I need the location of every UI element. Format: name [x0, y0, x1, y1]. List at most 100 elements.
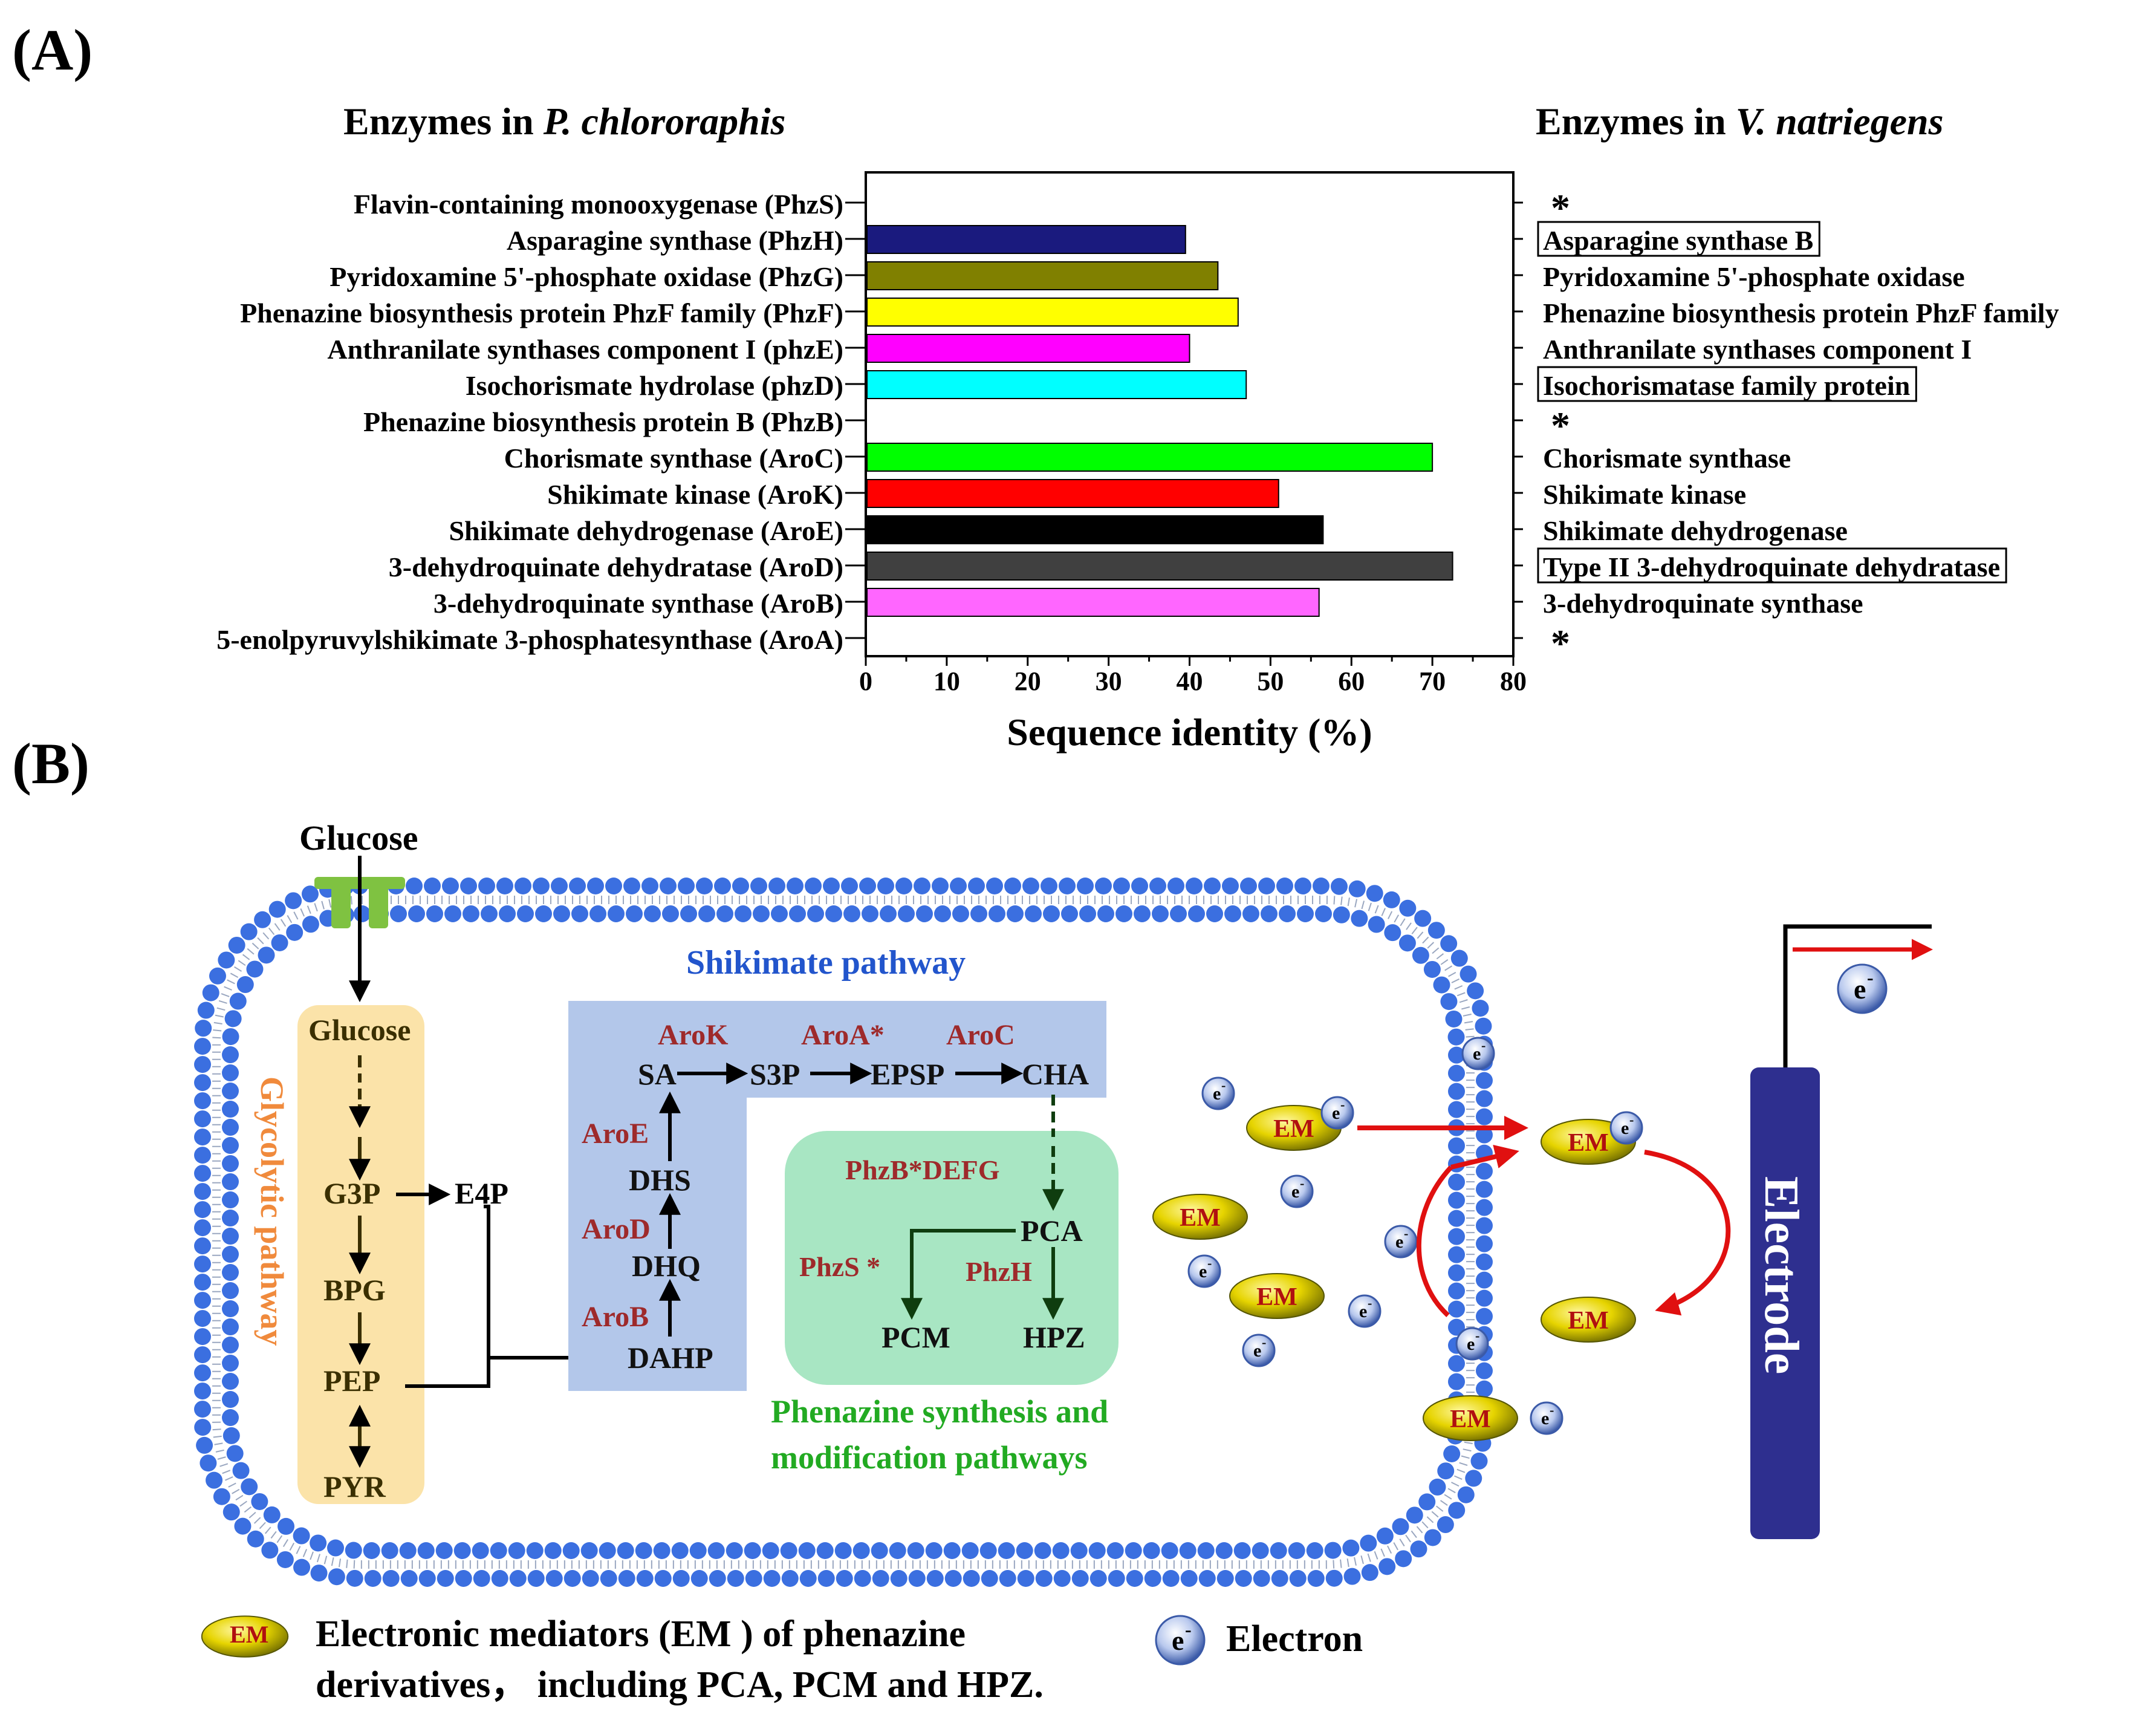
em-ellipse	[1152, 1194, 1248, 1240]
electron-superscript: -	[1475, 1328, 1479, 1343]
shk-epsp: EPSP	[871, 1057, 944, 1091]
shk-s3p: S3P	[750, 1057, 800, 1091]
electron-symbol: e	[1199, 1262, 1207, 1281]
electron: e-	[1348, 1294, 1382, 1328]
electron-circle	[1201, 1076, 1235, 1110]
phenazine-title-1: Phenazine synthesis and	[771, 1393, 1108, 1430]
shikimate-arrows	[659, 1063, 1024, 1337]
legend-electron-icon: e -	[1155, 1615, 1206, 1666]
electron-superscript: -	[1404, 1226, 1408, 1241]
right-label: Type II 3-dehydroquinate dehydratase	[1543, 552, 2000, 582]
x-tick-label: 0	[859, 666, 872, 696]
right-label-box	[1537, 366, 1917, 402]
bar	[866, 370, 1247, 399]
right-label: Shikimate kinase	[1543, 479, 1746, 510]
left-header: Enzymes in P. chlororaphis	[343, 100, 785, 143]
electron-circle	[1837, 963, 1888, 1014]
legend-em-text-1: Electronic mediators (EM ) of phenazine	[316, 1614, 966, 1655]
shikimate-enzymes: AroK AroA* AroC AroE AroD AroB	[582, 1019, 1015, 1333]
electron-circle	[1461, 1037, 1495, 1070]
electron: e-	[1187, 1254, 1221, 1288]
phenazine-arrows	[901, 1095, 1064, 1320]
electrode	[1750, 1067, 1820, 1539]
category-label: Phenazine biosynthesis protein B (PhzB)	[363, 406, 843, 437]
electron-superscript: -	[1368, 1295, 1372, 1311]
electron: e-	[1455, 1327, 1489, 1361]
gly-glucose: Glucose	[308, 1013, 411, 1047]
bar	[866, 298, 1239, 327]
electron-symbol: e	[1621, 1118, 1629, 1138]
electron: e-	[1609, 1111, 1643, 1145]
legend-em-icon-label: EM	[230, 1621, 268, 1648]
em-ellipse	[1423, 1395, 1518, 1441]
em-mediator: EM	[1423, 1395, 1518, 1441]
electron-circle	[1280, 1174, 1314, 1208]
em-label: EM	[1180, 1204, 1221, 1232]
electrode-wire	[1783, 924, 1932, 1067]
enz-aroa: AroA*	[801, 1019, 885, 1051]
electron-circle	[1530, 1401, 1563, 1435]
electron-symbol: e	[1467, 1334, 1475, 1354]
shk-cha: CHA	[1022, 1057, 1089, 1091]
category-label: Isochorismate hydrolase (phzD)	[466, 370, 843, 401]
bar	[866, 443, 1434, 472]
shk-dahp: DAHP	[628, 1341, 713, 1375]
right-header-species: V. natriegens	[1736, 100, 1944, 143]
electron-symbol: e	[1213, 1084, 1221, 1104]
category-label: Pyridoxamine 5'-phosphate oxidase (PhzG)	[330, 261, 843, 292]
phenazine-box	[785, 1131, 1119, 1385]
x-tick-label: 70	[1419, 666, 1446, 696]
gly-bpg: BPG	[323, 1273, 386, 1307]
left-header-species: P. chlororaphis	[543, 100, 786, 143]
em-label: EM	[1568, 1129, 1609, 1157]
em-label: EM	[1450, 1405, 1491, 1433]
glycolysis-arrows	[349, 1055, 620, 1468]
em-label: EM	[1256, 1283, 1297, 1311]
electron-symbol: e	[1473, 1044, 1481, 1064]
x-tick-label: 40	[1177, 666, 1203, 696]
electron: e-	[1320, 1096, 1354, 1130]
electron: e-	[1242, 1334, 1276, 1367]
x-tick-label: 80	[1500, 666, 1527, 696]
phenazine-title-2: modification pathways	[771, 1439, 1088, 1476]
shuttle-arrows	[1357, 1116, 1731, 1317]
right-header-prefix: Enzymes in	[1536, 100, 1736, 143]
cell-membrane	[194, 878, 1493, 1587]
shk-sa: SA	[638, 1057, 677, 1091]
right-label: Anthranilate synthases component I	[1543, 334, 1972, 365]
left-header-prefix: Enzymes in	[343, 100, 544, 143]
category-label: Shikimate kinase (AroK)	[547, 479, 843, 510]
em-mediator: EM	[1541, 1297, 1636, 1343]
legend: EM Electronic mediators (EM ) of phenazi…	[201, 1614, 1363, 1705]
electron-superscript: -	[1221, 1078, 1226, 1093]
gly-pyr: PYR	[323, 1470, 386, 1503]
enz-arod: AroD	[582, 1213, 651, 1245]
enz-phzbdefg: PhzB*DEFG	[845, 1154, 1000, 1185]
right-label: Pyridoxamine 5'-phosphate oxidase	[1543, 261, 1965, 292]
electron-circle	[1609, 1111, 1643, 1145]
em-mediator: EM	[1246, 1105, 1342, 1151]
bar	[866, 479, 1279, 508]
electron-circle	[1187, 1254, 1221, 1288]
electrode-label: Electrode	[1755, 1176, 1808, 1374]
electron: e-	[1837, 963, 1888, 1014]
electron-superscript: -	[1550, 1402, 1554, 1418]
category-label: Asparagine synthase (PhzH)	[507, 225, 843, 256]
electron-symbol: e	[1395, 1232, 1403, 1252]
bar	[866, 261, 1219, 290]
phz-hpz: HPZ	[1023, 1320, 1085, 1354]
electron-circle	[1320, 1096, 1354, 1130]
right-label: 3-dehydroquinate synthase	[1543, 588, 1863, 619]
gly-pep: PEP	[323, 1364, 380, 1398]
electron: e-	[1461, 1037, 1495, 1070]
glucose-outside-label: Glucose	[299, 818, 418, 858]
electron-symbol: e	[1359, 1301, 1367, 1321]
x-tick-label: 50	[1257, 666, 1284, 696]
sequence-identity-chart: Flavin-containing monooxygenase (PhzS)*A…	[216, 171, 2059, 754]
x-tick-label: 60	[1338, 666, 1365, 696]
shikimate-box	[568, 1001, 1106, 1391]
electron-superscript: -	[1340, 1097, 1345, 1112]
electron-circle	[1455, 1327, 1489, 1361]
x-tick-label: 30	[1096, 666, 1122, 696]
x-tick-label: 20	[1015, 666, 1041, 696]
